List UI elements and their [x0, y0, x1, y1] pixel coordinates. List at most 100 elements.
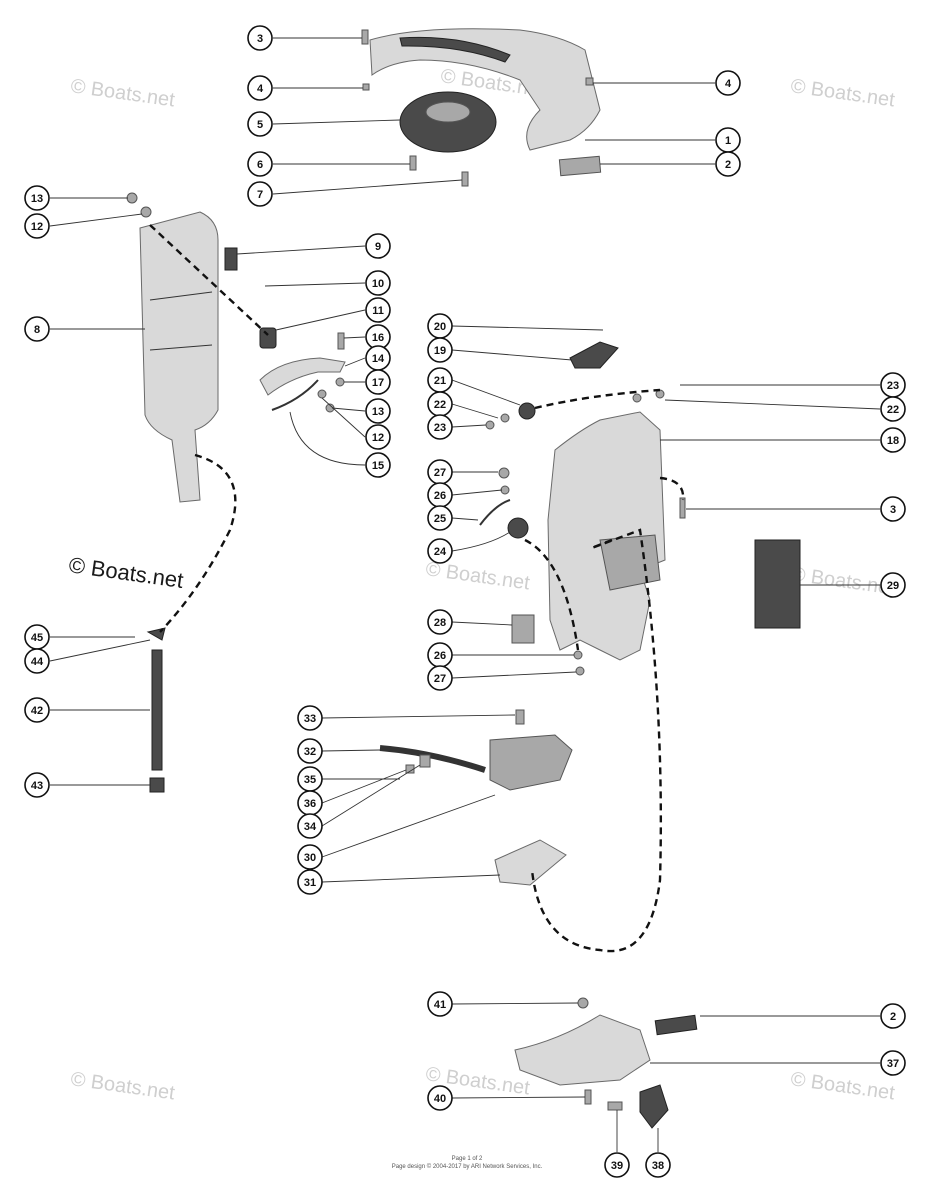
svg-text:19: 19 — [434, 345, 446, 357]
callout-24: 24 — [427, 538, 453, 564]
callout-37: 37 — [880, 1050, 906, 1076]
svg-text:16: 16 — [372, 332, 384, 344]
callout-12: 12 — [24, 213, 50, 239]
svg-text:38: 38 — [652, 1160, 664, 1172]
top-cowl-seal — [399, 36, 511, 63]
callout-22: 22 — [880, 396, 906, 422]
gasket-31-part — [494, 839, 567, 886]
watermark: © Boats.net — [789, 1068, 896, 1104]
svg-text:28: 28 — [434, 617, 446, 629]
svg-text:25: 25 — [434, 513, 446, 525]
callout-23: 23 — [880, 372, 906, 398]
svg-text:30: 30 — [304, 852, 316, 864]
svg-text:2: 2 — [890, 1011, 896, 1023]
svg-text:27: 27 — [434, 467, 446, 479]
watermark-prominent: © Boats.net — [67, 552, 185, 593]
callout-1: 1 — [715, 127, 741, 153]
callout-3: 3 — [880, 496, 906, 522]
callout-34: 34 — [297, 813, 323, 839]
svg-text:36: 36 — [304, 798, 316, 810]
bracket-19-part — [569, 341, 619, 369]
callout-22: 22 — [427, 391, 453, 417]
nut-part — [577, 997, 589, 1009]
callout-9: 9 — [365, 233, 391, 259]
svg-text:26: 26 — [434, 650, 446, 662]
bolt-part — [337, 332, 345, 350]
bolt-part — [515, 709, 525, 725]
svg-text:22: 22 — [434, 399, 446, 411]
callout-43: 43 — [24, 772, 50, 798]
pin-39-part — [607, 1101, 623, 1111]
callout-7: 7 — [247, 181, 273, 207]
svg-text:4: 4 — [257, 83, 264, 95]
callout-13: 13 — [365, 398, 391, 424]
hose-32-part — [379, 745, 486, 773]
callout-26: 26 — [427, 642, 453, 668]
left-bracket-part — [139, 211, 219, 503]
svg-text:15: 15 — [372, 460, 384, 472]
svg-text:29: 29 — [887, 580, 899, 592]
callout-4: 4 — [247, 75, 273, 101]
svg-text:26: 26 — [434, 490, 446, 502]
callout-12: 12 — [365, 424, 391, 450]
svg-text:3: 3 — [257, 33, 263, 45]
svg-text:3: 3 — [890, 504, 896, 516]
cable-part — [271, 379, 319, 411]
callout-10: 10 — [365, 270, 391, 296]
parts-group — [126, 28, 801, 1129]
washer-part — [335, 377, 345, 387]
callout-42: 42 — [24, 697, 50, 723]
svg-text:12: 12 — [31, 221, 43, 233]
callout-8: 8 — [24, 316, 50, 342]
svg-text:13: 13 — [31, 193, 43, 205]
callout-11: 11 — [365, 297, 391, 323]
washer-part — [632, 393, 642, 403]
watermark: © Boats.net — [69, 75, 176, 111]
svg-text:7: 7 — [257, 189, 263, 201]
top-cowl-part — [369, 28, 601, 151]
callout-35: 35 — [297, 766, 323, 792]
callout-26: 26 — [427, 482, 453, 508]
pad-28-part — [511, 614, 535, 644]
svg-text:41: 41 — [434, 999, 446, 1011]
callout-25: 25 — [427, 505, 453, 531]
callout-18: 18 — [880, 427, 906, 453]
bolt-part — [679, 497, 686, 519]
callout-2: 2 — [880, 1003, 906, 1029]
svg-text:4: 4 — [725, 78, 732, 90]
svg-text:21: 21 — [434, 375, 446, 387]
callout-23: 23 — [427, 414, 453, 440]
svg-text:9: 9 — [375, 241, 381, 253]
nut-part — [362, 83, 370, 91]
callout-29: 29 — [880, 572, 906, 598]
svg-text:35: 35 — [304, 774, 316, 786]
svg-text:5: 5 — [257, 119, 263, 131]
svg-text:32: 32 — [304, 746, 316, 758]
fitting-43-part — [149, 777, 165, 793]
nut-part — [585, 77, 594, 86]
link-arm-part — [259, 357, 346, 396]
callout-3: 3 — [247, 25, 273, 51]
callout-17: 17 — [365, 369, 391, 395]
plate-29-part — [754, 539, 801, 629]
bolt-part — [461, 171, 469, 187]
callout-44: 44 — [24, 648, 50, 674]
callout-5: 5 — [247, 111, 273, 137]
callout-2: 2 — [715, 151, 741, 177]
fitting-part — [419, 754, 431, 768]
callout-31: 31 — [297, 869, 323, 895]
callout-30: 30 — [297, 844, 323, 870]
screw-part — [361, 29, 369, 45]
svg-text:34: 34 — [304, 821, 317, 833]
svg-text:44: 44 — [31, 656, 44, 668]
seal-strip-part — [558, 155, 602, 177]
watermark: © Boats.net — [789, 75, 896, 111]
lower-cowl-inner-part — [599, 534, 661, 591]
seal-strip-part — [654, 1014, 698, 1036]
hose-42-part — [151, 649, 163, 771]
svg-text:8: 8 — [34, 324, 40, 336]
svg-text:2: 2 — [725, 159, 731, 171]
link-25-part — [479, 499, 511, 526]
svg-text:24: 24 — [434, 546, 447, 558]
